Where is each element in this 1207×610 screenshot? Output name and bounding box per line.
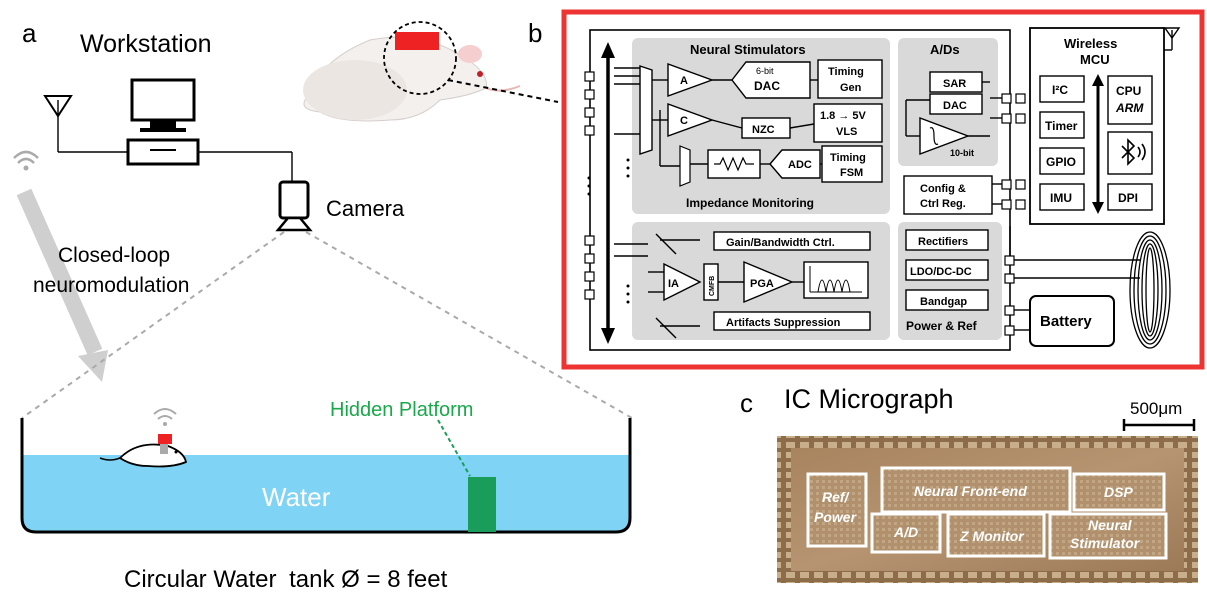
wireless-line2: MCU	[1080, 52, 1110, 67]
wifi-icon	[13, 150, 39, 171]
vls-line1: 1.8 → 5V	[820, 110, 867, 122]
timing-fsm-line1: Timing	[830, 152, 866, 164]
dac-label: DAC	[754, 79, 780, 93]
gpio-label: GPIO	[1046, 155, 1076, 169]
chip-ref-power-line2: Power	[814, 509, 858, 525]
workstation-label: Workstation	[80, 30, 212, 58]
bandgap-label: Bandgap	[920, 296, 967, 308]
ldo-label: LDO/DC-DC	[910, 266, 972, 278]
mcu-antenna-icon	[1163, 27, 1181, 51]
water-tank	[20, 418, 632, 534]
nzc-label: NZC	[752, 124, 775, 136]
timer-label: Timer	[1045, 119, 1078, 133]
timing-fsm-line2: FSM	[840, 167, 863, 179]
rectifiers-label: Rectifiers	[918, 236, 968, 248]
bluetooth-icon	[1121, 138, 1146, 166]
chip-neural-frontend: Neural Front-end	[914, 483, 1027, 499]
workstation-computer-icon	[126, 78, 200, 166]
panel-b-letter: b	[528, 18, 542, 48]
arm-label: ARM	[1115, 101, 1144, 115]
ten-bit-label: 10-bit	[950, 148, 974, 158]
chip-dsp: DSP	[1104, 484, 1133, 500]
ic-micrograph-title: IC Micrograph	[784, 384, 954, 414]
coil-icon	[1129, 231, 1171, 349]
camera-icon	[275, 180, 313, 232]
camera-label: Camera	[326, 196, 405, 221]
adc-label: ADC	[788, 159, 812, 171]
tank-caption: Circular Water tank Ø = 8 feet	[124, 566, 448, 593]
impedance-monitoring-title: Impedance Monitoring	[686, 196, 814, 210]
panel-c-letter: c	[740, 388, 753, 418]
gain-bandwidth-label: Gain/Bandwidth Ctrl.	[726, 237, 835, 249]
scale-bar-label: 500μm	[1130, 399, 1182, 418]
amp-c-label: C	[680, 115, 688, 127]
cpu-label: CPU	[1116, 84, 1141, 98]
panel-a-letter: a	[22, 18, 37, 48]
ad-dac-label: DAC	[943, 100, 967, 112]
water-label: Water	[262, 482, 331, 512]
battery	[1029, 295, 1115, 347]
vls-line2: VLS	[836, 126, 857, 138]
rat-wifi-icon	[153, 408, 177, 426]
neural-stimulators-title: Neural Stimulators	[690, 42, 806, 57]
cmfb-label: CMFB	[709, 276, 716, 296]
imu-label: IMU	[1050, 191, 1072, 205]
pga-label: PGA	[750, 278, 774, 290]
amp-a-label: A	[680, 75, 688, 87]
battery-label: Battery	[1040, 313, 1092, 330]
wireless-line1: Wireless	[1064, 36, 1117, 51]
chip-neural-stim-line1: Neural	[1088, 517, 1133, 533]
swimming-rat-icon	[99, 434, 188, 468]
dpi-label: DPI	[1118, 191, 1138, 205]
timing-gen-line1: Timing	[828, 66, 864, 78]
sar-label: SAR	[943, 78, 966, 90]
tank-caption-bold: Circular Water	[124, 566, 276, 593]
antenna-icon	[43, 95, 130, 153]
scale-bar	[1122, 419, 1196, 431]
ic-chip	[777, 436, 1198, 583]
hidden-platform	[468, 477, 496, 532]
timing-gen-line2: Gen	[840, 82, 862, 94]
power-ref-title: Power & Ref	[906, 319, 978, 333]
i2c-label: I²C	[1052, 83, 1068, 97]
ads-title: A/Ds	[930, 42, 960, 57]
closed-loop-label-line1: Closed-loop	[58, 244, 170, 267]
chip-ref-power-line1: Ref/	[822, 489, 851, 505]
config-line1: Config &	[920, 183, 966, 195]
rat-illustration	[303, 21, 559, 122]
tank-caption-rest: tank Ø = 8 feet	[289, 566, 447, 593]
electrode-pads	[584, 71, 595, 300]
chip-neural-stim-line2: Stimulator	[1070, 535, 1141, 551]
ia-label: IA	[668, 278, 679, 290]
closed-loop-label-line2: neuromodulation	[33, 274, 189, 297]
config-line2: Ctrl Reg.	[920, 198, 966, 210]
hidden-platform-label: Hidden Platform	[330, 399, 473, 421]
closed-loop-arrow	[16, 188, 108, 382]
chip-z-monitor: Z Monitor	[959, 528, 1025, 544]
chip-ad: A/D	[893, 524, 918, 540]
dac-bits-label: 6-bit	[756, 66, 774, 76]
artifacts-suppression-label: Artifacts Suppression	[726, 317, 841, 329]
